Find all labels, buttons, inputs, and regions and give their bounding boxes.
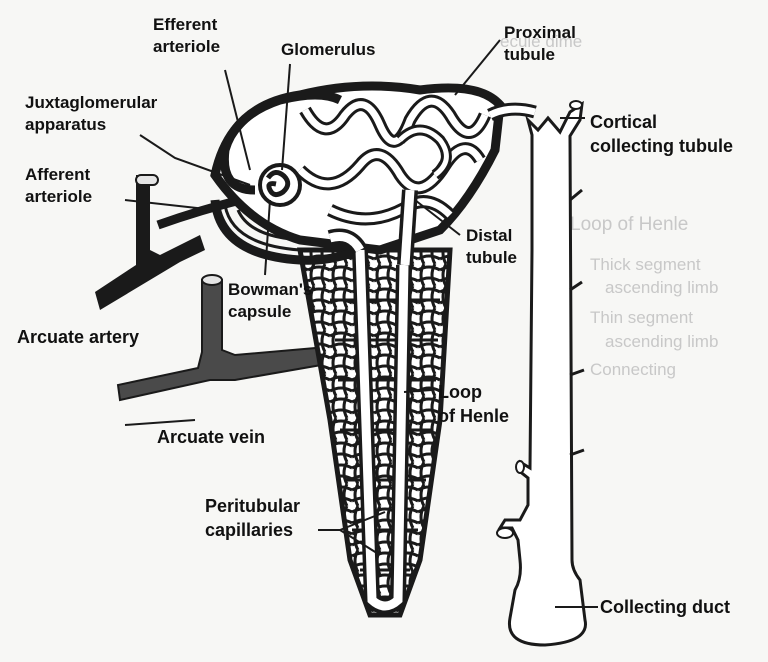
label-bowmans-line1: Bowman's xyxy=(228,279,312,301)
label-distal-line1: Distal xyxy=(466,225,517,247)
label-juxta-line1: Juxtaglomerular xyxy=(25,92,157,114)
label-efferent-arteriole: Efferent arteriole xyxy=(153,14,220,58)
label-cortical-line1: Cortical xyxy=(590,110,733,134)
label-loop-line2: of Henle xyxy=(438,404,509,428)
label-proximal-tubule: Proximal tubule xyxy=(504,22,576,66)
label-bowmans-capsule: Bowman's capsule xyxy=(228,279,312,323)
label-collecting-duct: Collecting duct xyxy=(600,598,730,617)
label-distal-line2: tubule xyxy=(466,247,517,269)
arcuate-artery-shape xyxy=(95,175,248,310)
label-peritubular-capillaries: Peritubular capillaries xyxy=(205,494,300,542)
glomerulus-shape xyxy=(260,165,300,205)
label-loop-of-henle: Loop of Henle xyxy=(438,380,509,428)
label-juxta-line2: apparatus xyxy=(25,114,157,136)
label-cortical-line2: collecting tubule xyxy=(590,134,733,158)
label-glomerulus: Glomerulus xyxy=(281,40,375,59)
label-afferent-arteriole: Afferent arteriole xyxy=(25,164,92,208)
label-proximal-line1: Proximal xyxy=(504,22,576,44)
label-juxtaglomerular-apparatus: Juxtaglomerular apparatus xyxy=(25,92,157,136)
label-arcuate-artery: Arcuate artery xyxy=(17,328,139,347)
label-arcuate-vein: Arcuate vein xyxy=(157,428,265,447)
connecting-tubule-shape xyxy=(490,109,535,115)
collecting-duct-shape xyxy=(497,101,586,645)
label-peritubular-line2: capillaries xyxy=(205,518,300,542)
label-bowmans-line2: capsule xyxy=(228,301,312,323)
label-peritubular-line1: Peritubular xyxy=(205,494,300,518)
label-loop-line1: Loop xyxy=(438,380,509,404)
label-cortical-collecting-tubule: Cortical collecting tubule xyxy=(590,110,733,158)
label-afferent-line2: arteriole xyxy=(25,186,92,208)
leader-proximal xyxy=(455,40,500,95)
label-proximal-line2: tubule xyxy=(504,44,576,66)
label-distal-tubule: Distal tubule xyxy=(466,225,517,269)
label-efferent-line2: arteriole xyxy=(153,36,220,58)
label-afferent-line1: Afferent xyxy=(25,164,92,186)
label-efferent-line1: Efferent xyxy=(153,14,220,36)
